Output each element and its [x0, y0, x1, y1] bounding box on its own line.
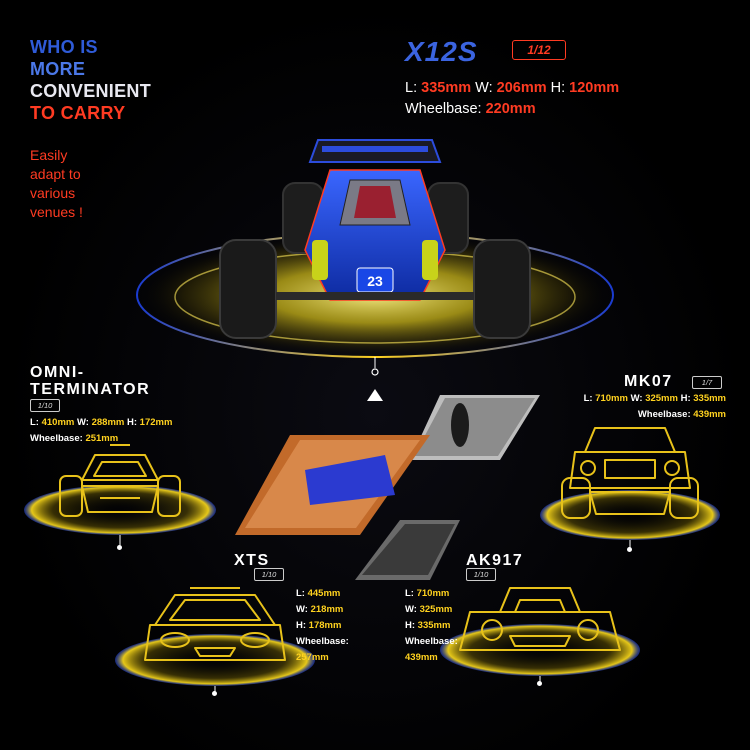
- omni-marker-dot: [117, 545, 122, 550]
- spec-value: 439mm: [405, 652, 438, 663]
- spec-value: 710mm: [416, 588, 450, 599]
- spec-value: 218mm: [310, 604, 344, 615]
- spec-value: 251mm: [85, 433, 119, 444]
- main-model-name: X12S: [405, 36, 478, 67]
- photo-collage: [235, 395, 540, 580]
- spec-value: 445mm: [307, 588, 341, 599]
- spec-label: Wheelbase:: [296, 636, 349, 647]
- spec-label: W:: [475, 80, 493, 96]
- spec-label: L:: [405, 588, 414, 599]
- ak917-specs: L: 710mm W: 325mm H: 335mm Wheelbase: 43…: [405, 586, 458, 666]
- spec-label: Wheelbase:: [637, 409, 691, 420]
- rally-car-outline-icon: [144, 587, 286, 661]
- spec-value: 335mm: [693, 393, 726, 404]
- headline: WHO IS MORE CONVENIENT TO CARRY: [30, 36, 151, 124]
- monster-truck-outline-icon: [561, 427, 699, 519]
- car-number: 23: [367, 273, 383, 289]
- spec-label: Wheelbase:: [30, 433, 83, 444]
- ak917-scale-badge: 1/10: [466, 568, 496, 581]
- spec-value: 288mm: [91, 417, 125, 428]
- main-model-scale: 1/12: [512, 40, 566, 60]
- spec-label: Wheelbase:: [405, 636, 458, 647]
- subheadline: Easily adapt to various venues !: [30, 146, 83, 222]
- spec-label: L:: [405, 80, 418, 96]
- headline-line: MORE: [30, 59, 86, 79]
- spec-value: 439mm: [693, 409, 726, 420]
- spec-value: 120mm: [569, 80, 620, 96]
- omni-model-name: OMNI- TERMINATOR: [30, 364, 150, 398]
- spec-label: W:: [630, 393, 643, 404]
- spec-value: 220mm: [485, 101, 536, 117]
- spec-value: 325mm: [419, 604, 453, 615]
- headline-line: TO CARRY: [30, 103, 126, 123]
- model-name-line: TERMINATOR: [30, 381, 151, 398]
- spec-value: 172mm: [139, 417, 173, 428]
- mk07-model-name: MK07: [624, 373, 673, 390]
- spec-label: Wheelbase:: [405, 101, 482, 117]
- spec-label: H:: [127, 417, 138, 428]
- direction-marker: [367, 389, 383, 401]
- spec-value: 335mm: [417, 620, 451, 631]
- spec-value: 410mm: [41, 417, 75, 428]
- xts-scale-badge: 1/10: [254, 568, 284, 581]
- spec-value: 710mm: [595, 393, 628, 404]
- x12s-car-image: 23: [219, 139, 531, 339]
- ak917-model-name: AK917: [466, 552, 524, 569]
- spec-value: 325mm: [645, 393, 678, 404]
- subheadline-line: adapt to: [30, 166, 81, 182]
- headline-line: CONVENIENT: [30, 81, 152, 101]
- xts-specs: L: 445mm W: 218mm H: 178mm Wheelbase: 25…: [296, 586, 349, 666]
- headline-line: WHO IS: [30, 37, 98, 57]
- omni-scale-badge: 1/10: [30, 399, 60, 412]
- mk07-specs: L: 710mm W: 325mm H: 335mm Wheelbase: 43…: [566, 391, 726, 423]
- ak917-marker-dot: [537, 681, 542, 686]
- mk07-scale-badge: 1/7: [692, 376, 722, 389]
- spec-label: H:: [405, 620, 416, 631]
- main-model-specs: L: 335mm W: 206mm H: 120mm Wheelbase: 22…: [405, 78, 619, 120]
- spec-label: H:: [550, 80, 566, 96]
- spec-label: L:: [30, 417, 39, 428]
- subheadline-line: venues !: [30, 204, 83, 220]
- spec-label: H:: [680, 393, 691, 404]
- spec-value: 257mm: [296, 652, 329, 663]
- xts-model-name: XTS: [234, 552, 270, 569]
- spec-label: L:: [583, 393, 593, 404]
- spec-label: W:: [77, 417, 89, 428]
- race-car-outline-icon: [459, 587, 621, 651]
- xts-marker-dot: [212, 691, 217, 696]
- spec-value: 335mm: [421, 80, 472, 96]
- spec-value: 178mm: [308, 620, 342, 631]
- spec-label: H:: [296, 620, 307, 631]
- subheadline-line: Easily: [30, 147, 68, 163]
- omni-specs: L: 410mm W: 288mm H: 172mm Wheelbase: 25…: [30, 415, 172, 447]
- spec-value: 206mm: [496, 80, 547, 96]
- mk07-marker-dot: [627, 547, 632, 552]
- spec-label: L:: [296, 588, 305, 599]
- spec-label: W:: [405, 604, 417, 615]
- model-name-line: OMNI-: [30, 364, 85, 381]
- subheadline-line: various: [30, 185, 76, 201]
- buggy-outline-icon: [59, 444, 181, 517]
- spec-label: W:: [296, 604, 308, 615]
